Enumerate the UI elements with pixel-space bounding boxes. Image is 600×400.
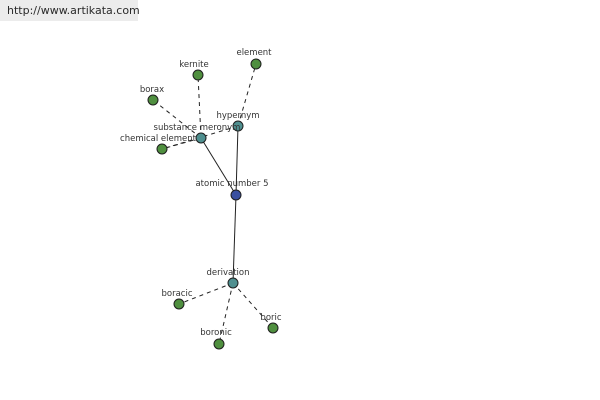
edge-hypernym-to-chemical-element xyxy=(161,125,239,150)
node-label-element[interactable]: element xyxy=(236,48,272,58)
edge-substance-meronym-to-kernite xyxy=(197,74,202,139)
node-label-boronic[interactable]: boronic xyxy=(200,328,232,338)
labels-layer: atomic number 5 substance meronym hypernym… xyxy=(120,48,282,338)
node-boracic[interactable] xyxy=(173,298,185,310)
url-banner[interactable]: http://www.artikata.com xyxy=(0,0,140,21)
node-kernite[interactable] xyxy=(192,69,204,81)
node-label-borax[interactable]: borax xyxy=(140,85,164,95)
edge-derivation-to-boronic xyxy=(218,282,234,345)
node-boronic[interactable] xyxy=(213,338,225,350)
node-borax[interactable] xyxy=(147,94,159,106)
node-label-chemical-element[interactable]: chemical element xyxy=(120,134,197,144)
edge-hypernym-to-element xyxy=(237,63,257,127)
edge-derivation-to-boric xyxy=(232,282,274,329)
node-label-substance-meronym[interactable]: substance meronym xyxy=(154,123,241,133)
node-derivation[interactable] xyxy=(227,277,239,289)
node-label-kernite[interactable]: kernite xyxy=(179,60,209,70)
node-boric[interactable] xyxy=(267,322,279,334)
node-label-hypernym[interactable]: hypernym xyxy=(216,111,259,121)
edge-atomic-number-5-to-substance-meronym xyxy=(200,137,237,196)
node-label-boracic[interactable]: boracic xyxy=(161,289,192,299)
nodes-layer xyxy=(147,58,279,350)
node-element[interactable] xyxy=(250,58,262,70)
node-chemical-element[interactable] xyxy=(156,143,168,155)
node-label-boric[interactable]: boric xyxy=(260,313,281,323)
edge-substance-meronym-to-borax xyxy=(152,99,202,139)
node-label-atomic-number-5[interactable]: atomic number 5 xyxy=(195,179,268,189)
edge-atomic-number-5-to-derivation xyxy=(232,194,237,284)
node-atomic-number-5[interactable] xyxy=(230,189,242,201)
node-substance-meronym[interactable] xyxy=(195,132,207,144)
edge-atomic-number-5-to-hypernym xyxy=(235,125,239,196)
node-hypernym[interactable] xyxy=(232,120,244,132)
edge-derivation-to-boracic xyxy=(178,282,234,305)
edges-layer xyxy=(152,63,274,345)
node-label-derivation[interactable]: derivation xyxy=(206,268,249,278)
